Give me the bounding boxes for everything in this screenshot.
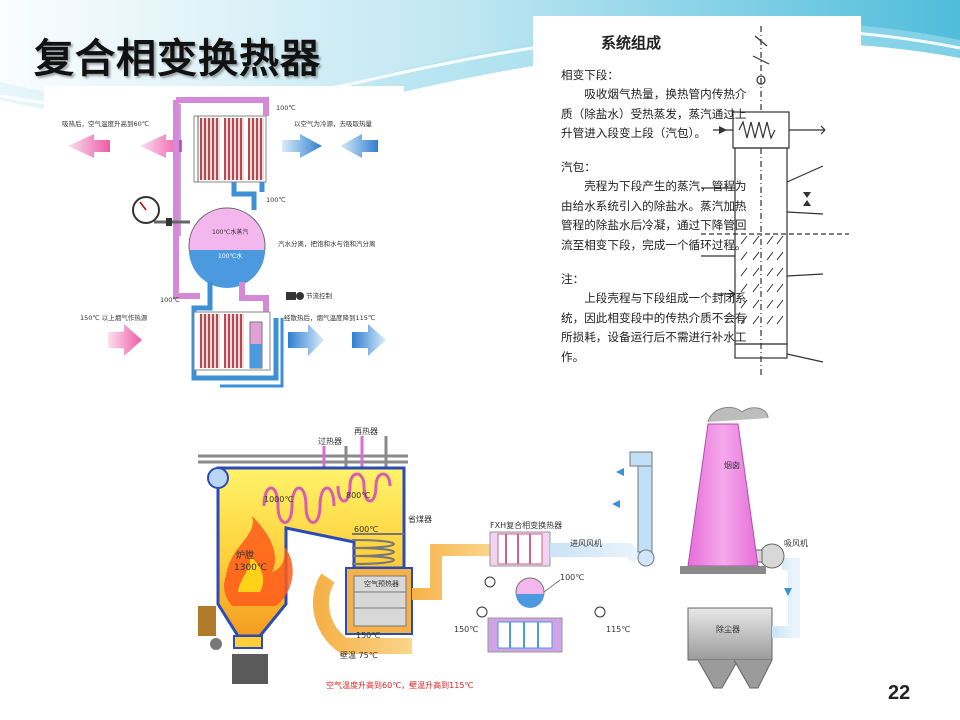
- text-line: 流至相变下段，完成一个循环过程。: [561, 237, 747, 252]
- temp-1300: 1300℃: [234, 563, 267, 573]
- principle-diagram-panel: 吸热后，空气温度升高到60℃ 以空气为冷源，去吸取热量 100℃ 100℃ 10…: [44, 86, 404, 392]
- top-left-arrows: [68, 134, 182, 158]
- fxh-label: FXH复合相变换热器: [490, 520, 562, 530]
- top-right-label: 以空气为冷源，去吸取热量: [294, 119, 373, 128]
- dust-collector: [687, 607, 773, 689]
- text-line: 所损耗，设备运行后不需进行补水工: [561, 330, 747, 345]
- text-line: 统，因此相变段中的传热介质不会有: [561, 310, 747, 325]
- steam-drum: [188, 207, 266, 288]
- text-line: 管程的除盐水后冷凝，通过下降管回: [561, 218, 747, 233]
- section-head: 相变下段：: [561, 68, 619, 82]
- superheater-label: 过热器: [318, 436, 342, 446]
- inlet-fan: [612, 451, 655, 567]
- text-line: 质（除盐水）受热蒸发，蒸汽通过上: [561, 106, 747, 121]
- air-preheater-label: 空气预热器: [364, 579, 399, 588]
- bottom-left-arrows: [108, 324, 142, 356]
- reheater-coil: [336, 472, 392, 503]
- pressure-gauge-icon: [132, 196, 190, 226]
- text-line: 壳程为下段产生的蒸汽，管程为: [561, 179, 747, 194]
- wall-temp-label: 壁温 75℃: [340, 650, 378, 660]
- section-head: 注：: [561, 272, 585, 286]
- flue-duct: [312, 573, 412, 654]
- section-lower-stage: 相变下段： 吸收烟气热量，换热管内传热介 质（除盐水）受热蒸发，蒸汽通过上 升管…: [561, 66, 747, 144]
- bottom-right-arrows: [288, 324, 386, 356]
- throttle-valve-icon: [286, 292, 304, 300]
- separation-label: 汽水分离，把饱和水与饱和汽分离: [278, 239, 376, 248]
- air-preheater: [345, 567, 413, 635]
- text-line: 上段壳程与下段组成一个封闭系: [561, 291, 747, 306]
- temp-150: 150℃: [356, 631, 380, 640]
- economizer-label: 省煤器: [408, 514, 432, 524]
- section-note: 注： 上段壳程与下段组成一个封闭系 统，因此相变段中的传热介质不会有 所损耗，设…: [561, 270, 747, 367]
- system-title: 系统组成: [601, 34, 662, 52]
- temp-800: 800℃: [346, 491, 370, 500]
- temp-115: 115℃: [606, 625, 630, 634]
- economizer: [351, 533, 404, 565]
- system-schematic: [701, 26, 849, 376]
- chimney-label: 烟囱: [724, 460, 740, 470]
- section-drum: 汽包： 壳程为下段产生的蒸汽，管程为 由给水系统引入的除盐水。蒸汽加热 管程的除…: [561, 158, 747, 255]
- reheater-label: 再热器: [354, 426, 378, 436]
- temp-150b: 150℃: [454, 625, 478, 634]
- mid-temp-label: 100℃: [266, 196, 286, 204]
- caption-label: 空气温度升高到60℃，壁温升高到115℃: [326, 680, 473, 690]
- bottom-right-label: 经散热后，烟气温度降到115℃: [284, 313, 375, 322]
- valve-label: 节流控制: [306, 291, 333, 300]
- water-label: 100℃水: [218, 252, 242, 260]
- dust-collector-label: 除尘器: [716, 624, 740, 634]
- fxh-heat-exchanger-lower: [412, 617, 690, 653]
- temp-1000: 1000℃: [264, 495, 293, 504]
- page-number: 22: [888, 682, 911, 704]
- temp-600: 600℃: [354, 525, 378, 534]
- boiler-system-diagram: 过热器 再热器 1000℃ 800℃ 省煤器 600℃ 炉膛 1300℃ 空气预…: [198, 406, 808, 690]
- text-line: 升管进入段变上段（汽包）。: [561, 126, 706, 141]
- fxh-steam-drum: [515, 577, 561, 608]
- fxh-heat-exchanger-upper: [489, 531, 643, 567]
- chimney: [680, 406, 769, 574]
- superheater-coil: [262, 486, 336, 524]
- text-line: 吸收烟气热量，换热管内传热介: [561, 87, 747, 102]
- system-composition-panel: 系统组成 相变下段： 吸收烟气热量，换热管内传热介 质（除盐水）受热蒸发，蒸汽通…: [533, 16, 861, 388]
- text-line: 由给水系统引入的除盐水。蒸汽加热: [561, 198, 747, 213]
- top-left-label: 吸热后，空气温度升高到60℃: [62, 119, 149, 128]
- top-right-arrows: [282, 134, 378, 158]
- bottom-temp-label: 100℃: [160, 296, 180, 304]
- temp-100: 100℃: [560, 573, 584, 582]
- slide-title: 复合相变换热器: [34, 36, 321, 82]
- boiler-furnace: [198, 466, 406, 684]
- inlet-fan-label: 进风风机: [570, 538, 602, 548]
- bottom-left-label: 150℃ 以上烟气作热源: [80, 313, 148, 322]
- upper-heat-exchanger: [193, 115, 267, 183]
- section-head: 汽包：: [561, 160, 596, 174]
- lower-heat-exchanger: [193, 311, 271, 371]
- steam-label: 100℃水蒸汽: [212, 228, 248, 236]
- gauge-icons: [476, 576, 606, 618]
- principle-diagram: 吸热后，空气温度升高到60℃ 以空气为冷源，去吸取热量 100℃ 100℃ 10…: [62, 97, 386, 388]
- text-line: 作。: [561, 349, 585, 364]
- furnace-label: 炉膛: [236, 549, 254, 561]
- induced-fan-label: 吸风机: [784, 538, 808, 548]
- boiler-system-panel: 过热器 再热器 1000℃ 800℃ 省煤器 600℃ 炉膛 1300℃ 空气预…: [168, 396, 824, 706]
- top-temp-label: 100℃: [276, 104, 296, 112]
